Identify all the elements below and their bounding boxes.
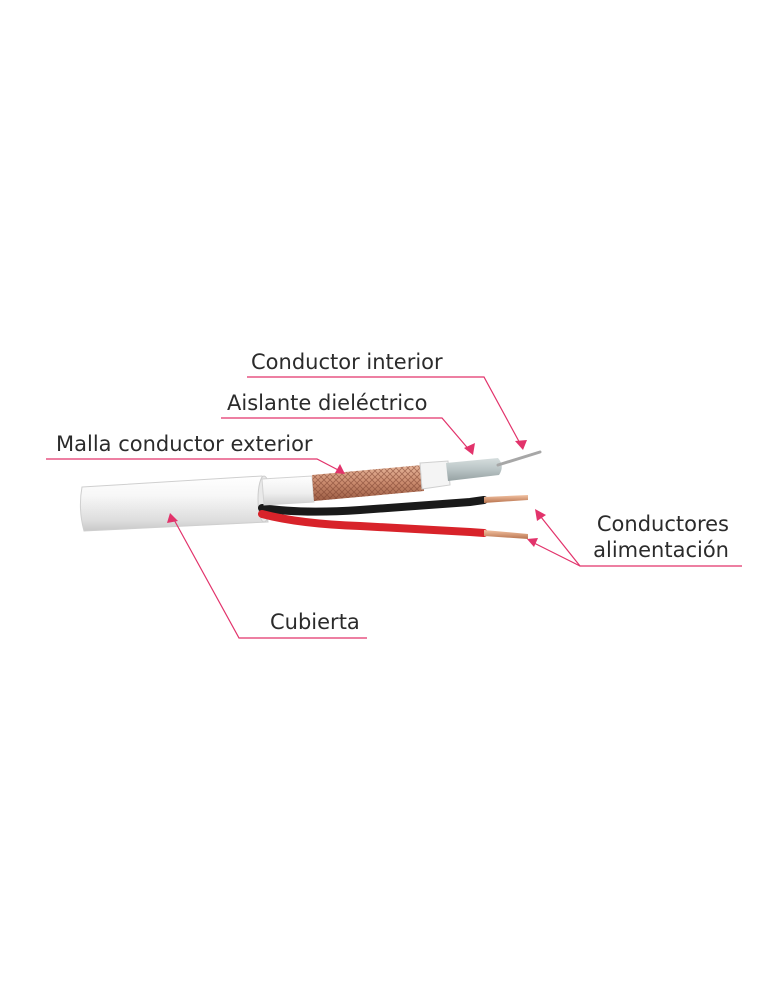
leader-line-malla bbox=[46, 458, 343, 473]
label-conductores: Conductores bbox=[597, 512, 729, 536]
arrowhead-conductores-a bbox=[535, 509, 546, 521]
black-wire-copper-tip bbox=[484, 495, 528, 503]
cable-illustration bbox=[79, 450, 542, 539]
leader-line-cubierta bbox=[171, 515, 367, 639]
arrowhead-malla bbox=[335, 464, 345, 474]
outer-jacket bbox=[79, 475, 269, 532]
braid-shield bbox=[312, 465, 424, 501]
leader-lines bbox=[46, 376, 742, 639]
label-malla-conductor-exterior: Malla conductor exterior bbox=[56, 432, 313, 456]
dielectric-insulator bbox=[446, 458, 502, 481]
arrowhead-cubierta bbox=[167, 513, 178, 523]
arrowhead-conductor-interior bbox=[515, 440, 527, 450]
inner-conductor-wire bbox=[496, 450, 542, 467]
foil-collar bbox=[419, 460, 451, 490]
black-power-wire bbox=[258, 496, 488, 516]
arrowhead-aislante bbox=[464, 443, 475, 455]
red-wire-copper-tip bbox=[484, 530, 528, 539]
label-conductor-interior: Conductor interior bbox=[251, 350, 443, 374]
label-cubierta: Cubierta bbox=[270, 610, 360, 634]
label-aislante-dielectrico: Aislante dieléctrico bbox=[227, 391, 427, 415]
leader-line-aislante bbox=[221, 417, 472, 453]
red-power-wire bbox=[258, 510, 488, 537]
leader-line-conductores-b bbox=[529, 540, 581, 567]
label-alimentacion: alimentación bbox=[593, 538, 729, 562]
inner-coax-jacket bbox=[261, 475, 315, 506]
arrowhead-conductores-b bbox=[527, 538, 538, 547]
leader-line-conductor-interior bbox=[247, 376, 523, 448]
